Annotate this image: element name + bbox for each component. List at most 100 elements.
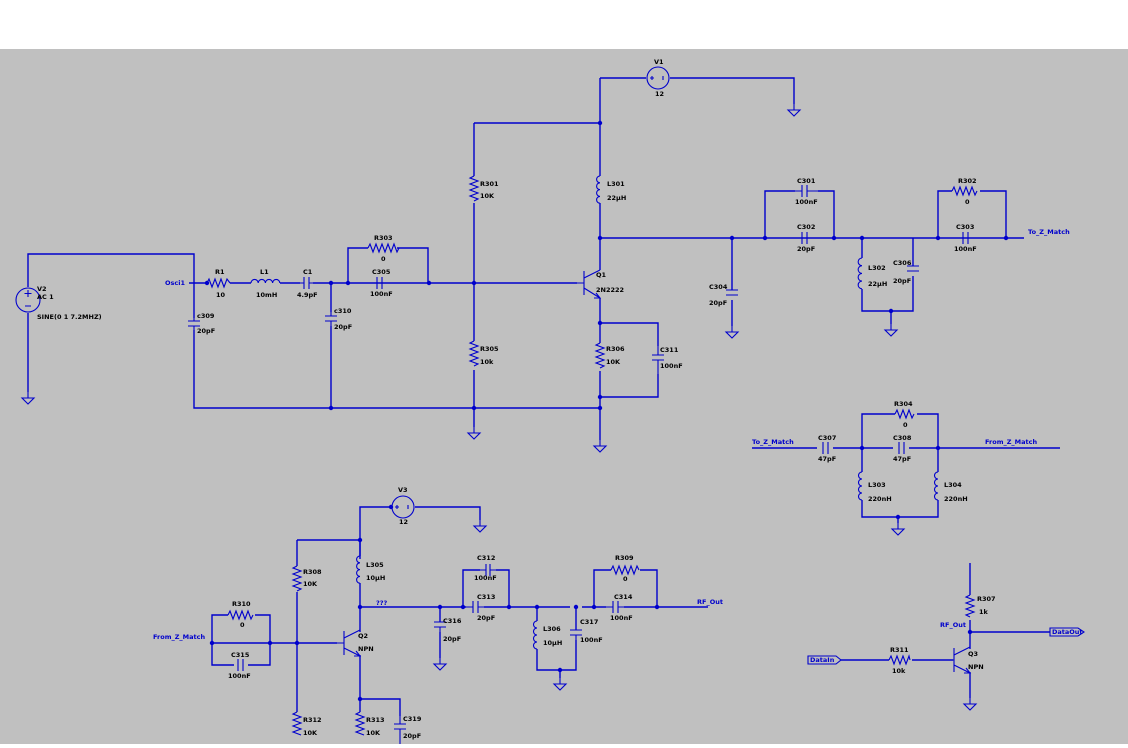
r311-name: R311 <box>890 646 909 654</box>
c307-value: 47pF <box>818 455 836 463</box>
r309-value: 0 <box>623 575 628 583</box>
capacitor-c312[interactable]: C312 100nF <box>474 554 497 582</box>
c303-name: C303 <box>956 223 974 231</box>
net-label-from-z-match-in[interactable]: From_Z_Match <box>153 633 205 641</box>
capacitor-c317[interactable]: C317 100nF <box>570 618 603 644</box>
voltage-source-v3[interactable]: V3 12 <box>391 486 415 526</box>
capacitor-c310[interactable]: c310 20pF <box>325 307 352 331</box>
c315-value: 100nF <box>228 672 251 680</box>
port-dataout-label: DataOut <box>1052 628 1083 636</box>
v3-value: 12 <box>399 518 408 526</box>
net-label-unnamed[interactable]: ??? <box>376 599 388 607</box>
transistor-q1[interactable]: Q1 2N2222 <box>577 269 624 299</box>
inductor-l305[interactable]: L305 10μH <box>356 555 386 584</box>
c304-name: C304 <box>709 283 728 291</box>
c305-value: 100nF <box>370 290 393 298</box>
capacitor-c314[interactable]: C314 100nF <box>606 593 633 622</box>
l305-value: 10μH <box>366 574 385 582</box>
r312-value: 10K <box>303 729 318 737</box>
net-label-rf-out-input[interactable]: RF_Out <box>940 621 966 629</box>
q1-name: Q1 <box>596 271 607 279</box>
l1-name: L1 <box>260 268 269 276</box>
c312-name: C312 <box>477 554 495 562</box>
c316-name: C316 <box>443 617 462 625</box>
r305-name: R305 <box>480 345 499 353</box>
c306-name: C306 <box>893 259 912 267</box>
c317-name: C317 <box>580 618 598 626</box>
c308-name: C308 <box>893 434 912 442</box>
transistor-q2[interactable]: Q2 NPN <box>337 629 374 657</box>
r1-value: 10 <box>216 291 226 299</box>
net-label-from-z-match-out[interactable]: From_Z_Match <box>985 438 1037 446</box>
c316-value: 20pF <box>443 635 461 643</box>
capacitor-c308[interactable]: C308 47pF <box>893 434 912 463</box>
resistor-r306[interactable]: R306 10K <box>594 342 625 369</box>
c314-value: 100nF <box>610 614 633 622</box>
capacitor-c301[interactable]: C301 100nF <box>795 177 818 206</box>
resistor-r303[interactable]: R303 0 <box>367 234 400 263</box>
resistor-r311[interactable]: R311 10k <box>888 646 911 675</box>
c308-value: 47pF <box>893 455 911 463</box>
l306-value: 10μH <box>543 639 562 647</box>
inductor-l1[interactable]: L1 10mH <box>250 268 281 299</box>
l301-value: 22μH <box>607 194 626 202</box>
capacitor-c306[interactable]: C306 20pF <box>893 259 919 285</box>
net-label-to-z-match-in[interactable]: To_Z_Match <box>752 438 794 446</box>
resistor-r309[interactable]: R309 0 <box>610 554 640 583</box>
resistor-r304[interactable]: R304 0 <box>894 400 915 429</box>
resistor-r310[interactable]: R310 0 <box>227 600 254 629</box>
inductor-l301[interactable]: L301 22μH <box>596 175 627 204</box>
capacitor-c305[interactable]: C305 100nF <box>370 268 393 298</box>
inductor-l304[interactable]: L304 220nH <box>933 471 968 503</box>
resistor-r312[interactable]: R312 10K <box>291 711 322 737</box>
capacitor-c319[interactable]: C319 20pF <box>394 715 422 744</box>
port-datain[interactable]: DataIn <box>807 655 842 665</box>
schematic-canvas[interactable]: V1 12 V2 AC 1 SINE(0 1 7.2MHZ) V3 12 R1 … <box>0 49 1128 744</box>
r304-value: 0 <box>903 421 908 429</box>
c314-name: C314 <box>614 593 633 601</box>
r307-value: 1k <box>979 608 989 616</box>
capacitor-c302[interactable]: C302 20pF <box>797 223 815 253</box>
resistor-r1[interactable]: R1 10 <box>206 268 231 299</box>
resistor-r308[interactable]: R308 10K <box>291 565 322 592</box>
r305-value: 10k <box>480 358 494 366</box>
q3-value: NPN <box>968 663 984 671</box>
capacitor-c309[interactable]: c309 20pF <box>188 312 215 335</box>
inductor-l306[interactable]: L306 10μH <box>532 620 563 650</box>
net-label-rf-out[interactable]: RF_Out <box>697 598 723 606</box>
inductor-l303[interactable]: L303 220nH <box>857 471 892 503</box>
transistor-q3[interactable]: Q3 NPN <box>953 646 984 674</box>
resistor-r301[interactable]: R301 10K <box>468 175 499 202</box>
capacitor-c1[interactable]: C1 4.9pF <box>297 268 318 299</box>
net-label-osci1[interactable]: Osci1 <box>165 279 185 287</box>
c310-name: c310 <box>334 307 352 315</box>
resistor-r305[interactable]: R305 10k <box>468 340 499 367</box>
net-label-to-z-match-out[interactable]: To_Z_Match <box>1028 228 1070 236</box>
r312-name: R312 <box>303 716 322 724</box>
r313-name: R313 <box>366 716 385 724</box>
capacitor-c316[interactable]: C316 20pF <box>434 617 462 643</box>
port-datain-label: DataIn <box>810 656 835 664</box>
resistor-r307[interactable]: R307 1k <box>964 594 996 618</box>
capacitor-c304[interactable]: C304 20pF <box>709 283 738 307</box>
capacitor-c311[interactable]: C311 100nF <box>652 346 683 374</box>
resistor-r302[interactable]: R302 0 <box>951 177 978 206</box>
c313-name: C313 <box>477 593 495 601</box>
capacitor-c313[interactable]: C313 20pF <box>466 593 495 622</box>
capacitor-c315[interactable]: C315 100nF <box>228 651 251 680</box>
c309-name: c309 <box>197 312 215 320</box>
inductor-l302[interactable]: L302 22μH <box>857 257 887 290</box>
c312-value: 100nF <box>474 574 497 582</box>
resistor-r313[interactable]: R313 10K <box>354 711 385 737</box>
capacitor-c307[interactable]: C307 47pF <box>818 434 836 463</box>
r310-value: 0 <box>240 621 245 629</box>
capacitor-c303[interactable]: C303 100nF <box>954 223 977 253</box>
c307-name: C307 <box>818 434 836 442</box>
c311-name: C311 <box>660 346 679 354</box>
junction-dots <box>204 120 1009 702</box>
c319-value: 20pF <box>403 732 421 740</box>
voltage-source-v2[interactable]: V2 AC 1 SINE(0 1 7.2MHZ) <box>15 285 102 321</box>
voltage-source-v1[interactable]: V1 12 <box>646 58 670 98</box>
r301-name: R301 <box>480 180 499 188</box>
port-dataout[interactable]: DataOut <box>1049 627 1085 637</box>
